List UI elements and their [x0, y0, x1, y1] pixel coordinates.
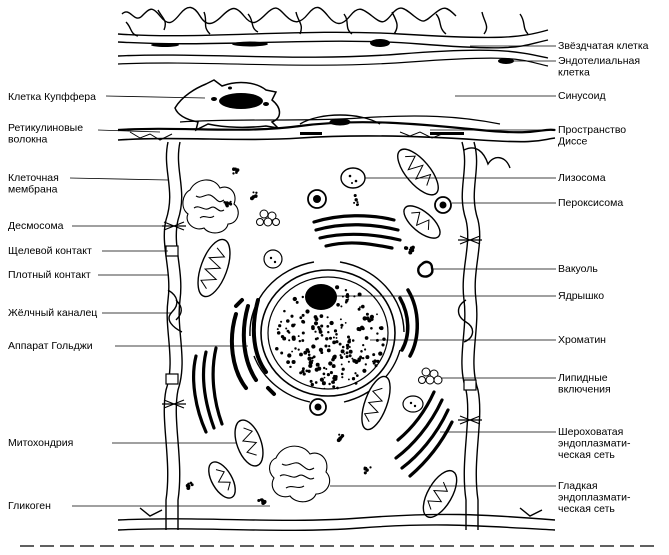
bottom-membrane	[117, 507, 556, 532]
hepatocyte-top-membrane	[117, 132, 556, 143]
label-line: Митохондрия	[8, 437, 73, 449]
label-line: Пероксисома	[558, 197, 623, 209]
label-line: Звёздчатая клетка	[558, 40, 649, 52]
label-line: Ядрышко	[558, 290, 604, 302]
label-line: Вакуоль	[558, 263, 598, 275]
label-line: Аппарат Гольджи	[8, 340, 93, 352]
label-kupffer: Клетка Купффера	[8, 91, 96, 103]
label-line: ческая сеть	[558, 503, 615, 515]
golgi-apparatus	[229, 298, 276, 396]
rough-er-left	[192, 346, 224, 434]
label-line: Гладкая	[558, 480, 598, 492]
lysosome	[263, 167, 424, 413]
label-sinusoid: Синусоид	[558, 90, 606, 102]
golgi-apparatus-right	[398, 288, 419, 358]
rough-er-right	[394, 390, 454, 478]
label-line: Синусоид	[558, 90, 606, 102]
label-line: Хроматин	[558, 334, 606, 346]
label-line: Клеточная	[8, 172, 59, 184]
mitochondria	[197, 148, 458, 519]
label-line: Лизосома	[558, 172, 606, 184]
label-line: Липидные	[558, 372, 608, 384]
label-peroxisome: Пероксисома	[558, 197, 623, 209]
gap-junctions	[165, 245, 477, 391]
label-gap-junction: Щелевой контакт	[8, 245, 92, 257]
reticulin-fibers	[117, 114, 556, 141]
lipid-inclusions	[256, 209, 443, 385]
label-stellate: Звёздчатая клетка	[558, 40, 649, 52]
label-mitochondrion: Митохондрия	[8, 437, 73, 449]
label-chromatin: Хроматин	[558, 334, 606, 346]
label-line: Эндотелиальная	[558, 55, 640, 67]
label-line: эндоплазмати-	[558, 492, 631, 504]
label-line: ческая сеть	[558, 449, 615, 461]
label-line: Диссе	[558, 136, 587, 148]
label-tight-junction: Плотный контакт	[8, 269, 91, 281]
label-line: мембрана	[8, 184, 58, 196]
stellate-cell-band	[117, 6, 549, 49]
label-line: Щелевой контакт	[8, 245, 92, 257]
label-golgi: Аппарат Гольджи	[8, 340, 93, 352]
cell-membrane-right	[457, 141, 511, 530]
label-line: клетка	[558, 67, 590, 79]
label-line: Плотный контакт	[8, 269, 91, 281]
label-glycogen: Гликоген	[8, 500, 51, 512]
vacuole	[417, 260, 434, 278]
endothelial-cell	[117, 39, 549, 67]
smooth-er	[182, 179, 331, 503]
label-line: эндоплазмати-	[558, 438, 631, 450]
rough-er-upper	[312, 214, 402, 250]
desmosome-right	[458, 235, 482, 425]
label-line: Десмосома	[8, 220, 64, 232]
label-line: Ретикулиновые	[8, 122, 83, 134]
label-nucleolus: Ядрышко	[558, 290, 604, 302]
kupffer-cell	[174, 79, 281, 132]
label-line: Клетка Купффера	[8, 91, 96, 103]
cell-membrane-left	[163, 141, 183, 530]
label-line: включения	[558, 384, 611, 396]
label-lysosome: Лизосома	[558, 172, 606, 184]
glycogen	[185, 167, 415, 505]
label-line: Гликоген	[8, 500, 51, 512]
label-desmosome: Десмосома	[8, 220, 64, 232]
leader-lines	[69, 45, 556, 507]
label-line: Пространство	[558, 124, 626, 136]
label-bile-canaliculus: Жёлчный каналец	[8, 307, 97, 319]
label-line: Шероховатая	[558, 426, 623, 438]
label-line: волокна	[8, 134, 48, 146]
nucleolus	[305, 284, 337, 310]
peroxisomes	[307, 189, 452, 416]
label-line: Жёлчный каналец	[8, 307, 97, 319]
label-vacuole: Вакуоль	[558, 263, 598, 275]
desmosome-left	[162, 221, 186, 409]
